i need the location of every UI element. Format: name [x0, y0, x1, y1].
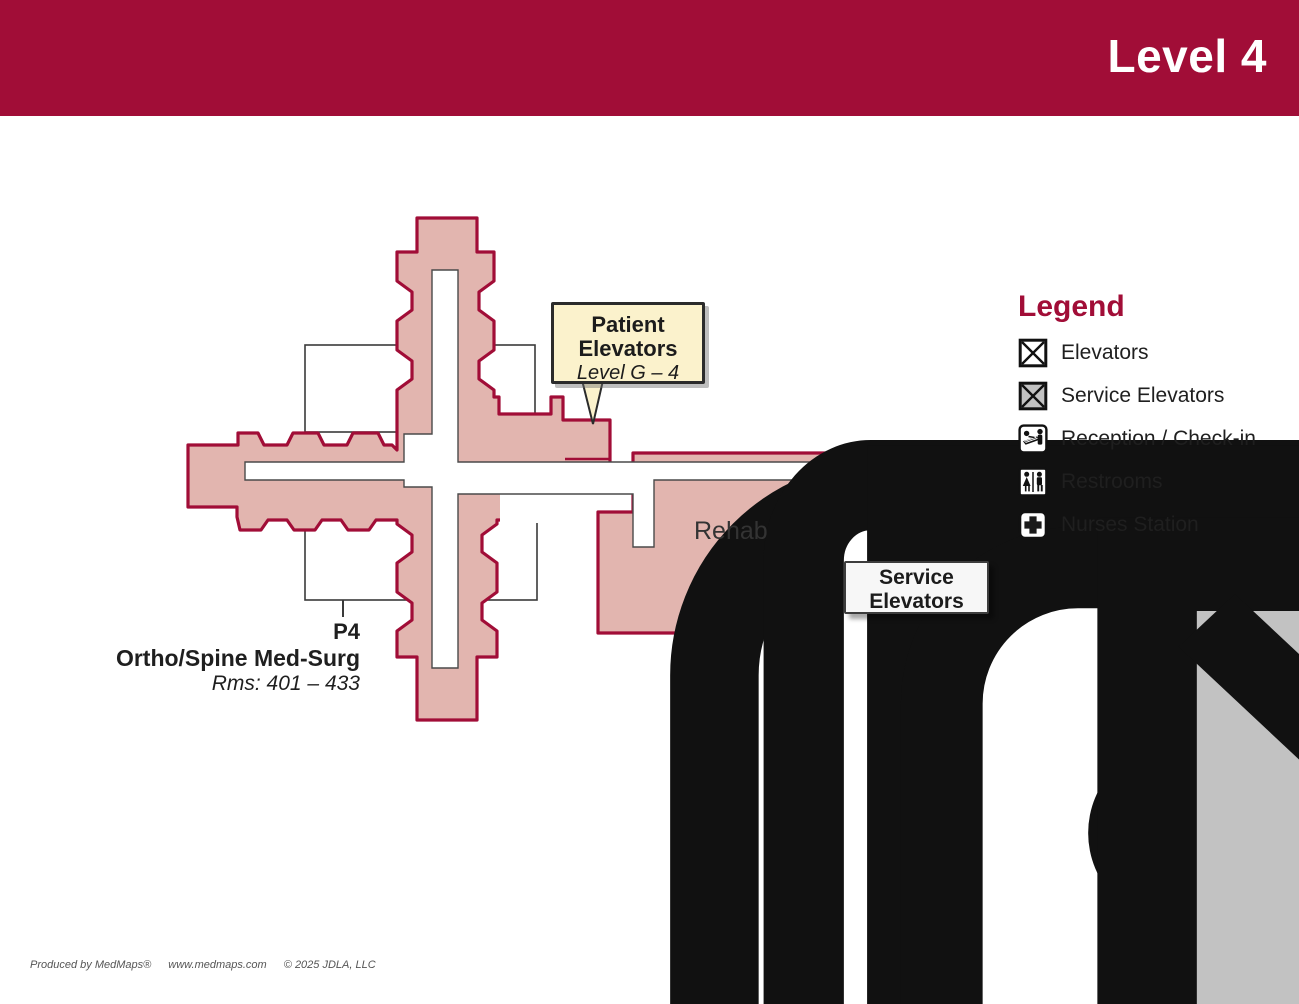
- reception-icon: [1018, 424, 1048, 454]
- floor-plan-map: [0, 116, 1299, 1004]
- legend-title: Legend: [1018, 290, 1125, 323]
- footer-credits: Produced by MedMaps® www.medmaps.com © 2…: [30, 959, 390, 971]
- footer-produced-by: Produced by MedMaps®: [30, 959, 152, 971]
- wing-rooms: Rms: 401 – 433: [211, 672, 360, 696]
- legend-item-label: Elevators: [1061, 341, 1149, 364]
- open-area: [500, 493, 612, 523]
- nurses-station-icon: [1018, 510, 1048, 540]
- legend-item-elevators: Elevators: [1018, 338, 1288, 368]
- rehab-label: Rehab: [694, 517, 768, 545]
- patient-callout-line2: Elevators: [578, 336, 678, 362]
- footer-copyright: © 2025 JDLA, LLC: [283, 959, 376, 971]
- header-bar: Level 4: [0, 0, 1299, 116]
- page-title: Level 4: [1107, 30, 1267, 82]
- service-callout-line1: Service: [879, 566, 954, 589]
- restrooms-icon: [1018, 467, 1048, 497]
- legend: Legend Elevators Service Elevators Recep…: [1018, 290, 1288, 553]
- legend-item-label: Reception / Check-in: [1061, 427, 1256, 450]
- patient-callout-line1: Patient: [591, 312, 665, 337]
- service-elevators-callout: Service Elevators: [844, 561, 989, 614]
- legend-item-reception: Reception / Check-in: [1018, 424, 1288, 454]
- elevator-icon: [1018, 338, 1048, 368]
- legend-item-label: Nurses Station: [1061, 513, 1199, 536]
- legend-item-restrooms: Restrooms: [1018, 467, 1288, 497]
- service-callout-line2: Elevators: [869, 590, 964, 614]
- footer-website: www.medmaps.com: [168, 959, 267, 971]
- patient-callout-line3: Level G – 4: [576, 362, 680, 385]
- floor-plan-canvas: [186, 216, 1299, 1004]
- legend-item-label: Service Elevators: [1061, 384, 1225, 407]
- patient-elevators-callout: Patient Elevators Level G – 4: [551, 302, 705, 384]
- wing-name: Ortho/Spine Med-Surg: [115, 644, 360, 671]
- legend-item-label: Restrooms: [1061, 470, 1163, 493]
- wing-code: P4: [333, 619, 360, 644]
- service-elevator-icon: [1018, 381, 1048, 411]
- legend-item-nurses-station: Nurses Station: [1018, 510, 1288, 540]
- service-elevators-icon: [1147, 564, 1299, 1004]
- wing-label: P4 Ortho/Spine Med-Surg Rms: 401 – 433: [60, 619, 360, 697]
- legend-item-service-elevators: Service Elevators: [1018, 381, 1288, 411]
